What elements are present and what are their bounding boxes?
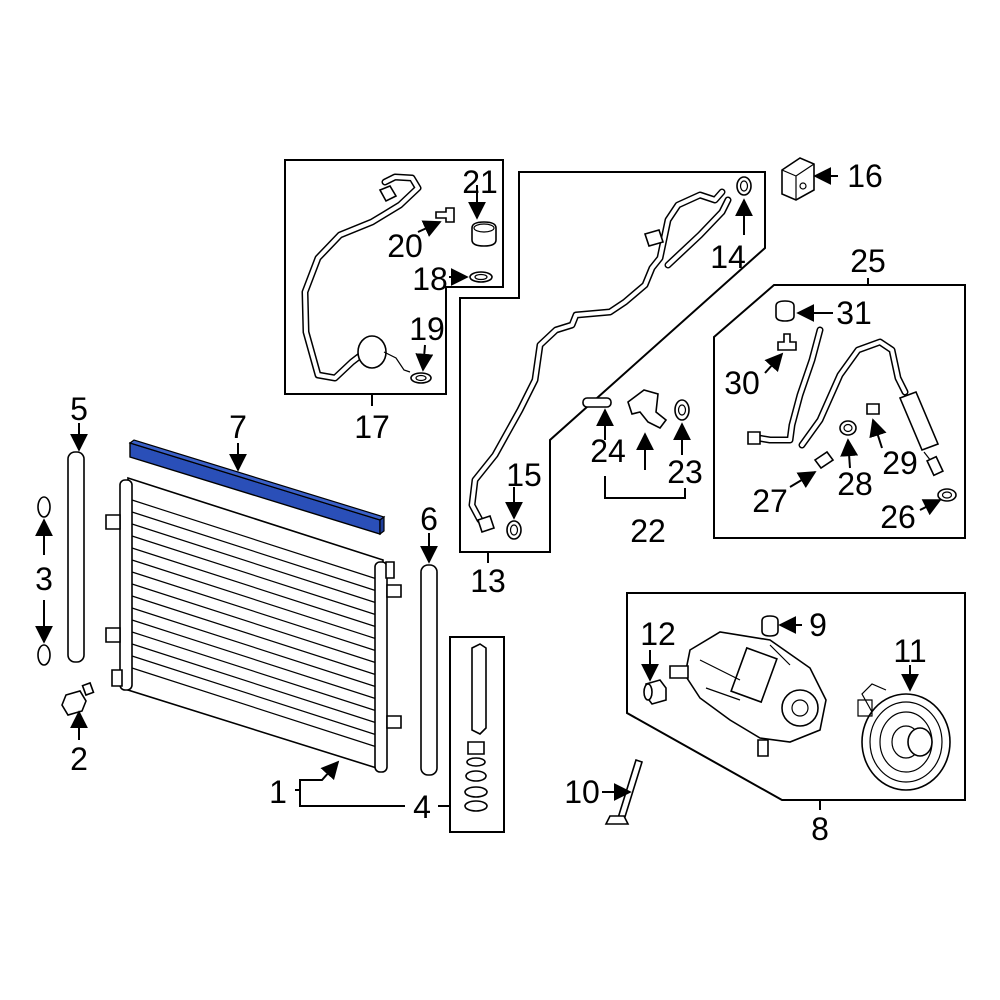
callout-6: 6: [420, 501, 438, 537]
compressor-8: [669, 631, 827, 757]
callout-26: 26: [880, 499, 916, 535]
o-ring-14: [736, 176, 752, 196]
callout-31: 31: [836, 295, 872, 331]
callout-16: 16: [847, 158, 883, 194]
condenser-fins: [131, 499, 381, 749]
cap-31: [775, 300, 795, 322]
callout-12: 12: [640, 616, 676, 652]
service-valve-20: [435, 207, 455, 223]
callout-2: 2: [70, 741, 88, 777]
valve-12: [643, 679, 667, 705]
callout-17: 17: [354, 409, 390, 445]
callout-10: 10: [564, 774, 600, 810]
cap-9: [761, 615, 779, 637]
group-box-13: [459, 171, 766, 563]
callout-13: 13: [470, 563, 506, 599]
seal-5: [67, 451, 85, 663]
callout-25: 25: [850, 243, 886, 279]
callout-27: 27: [752, 483, 788, 519]
suction-hose-17: [301, 173, 422, 382]
o-ring-26: [937, 488, 957, 502]
callout-29: 29: [882, 445, 918, 481]
o-ring-28: [839, 420, 857, 436]
connector-16: [781, 157, 815, 201]
callout-1: 1: [269, 774, 287, 810]
group-box-25: [713, 278, 966, 539]
seal-6: [420, 564, 438, 776]
o-ring-3-bottom: [37, 644, 51, 666]
group-box-17: [284, 159, 504, 406]
valve-27: [813, 450, 835, 470]
cap-21: [471, 221, 497, 247]
callout-11: 11: [893, 633, 926, 669]
callout-22: 22: [630, 513, 666, 549]
condenser-1: [105, 476, 402, 773]
callout-7: 7: [229, 409, 247, 445]
callout-5: 5: [70, 391, 88, 427]
group-box-8: [626, 592, 966, 810]
bolt-2: [61, 681, 95, 716]
group-box-4: [449, 636, 505, 833]
hose-assembly-25: [747, 326, 944, 477]
callout-3: 3: [35, 561, 53, 597]
liquid-line-13: [468, 188, 732, 534]
callout-8: 8: [811, 811, 829, 847]
o-ring-19: [410, 372, 432, 384]
fitting-22: [627, 389, 668, 430]
callout-4: 4: [413, 789, 431, 825]
bracket-22: [604, 476, 686, 499]
callout-labels: 1 2 3 4 5 6 7 8 9 10 11 12 13 14 15 16 1…: [35, 158, 927, 847]
tube-24: [582, 397, 612, 408]
o-ring-15: [506, 520, 522, 540]
callout-28: 28: [837, 466, 873, 502]
callout-24: 24: [590, 433, 626, 469]
switch-29: [866, 403, 880, 415]
desiccant-4: [464, 643, 488, 812]
callout-19: 19: [409, 311, 445, 347]
callout-21: 21: [462, 164, 498, 200]
callout-15: 15: [506, 457, 542, 493]
callout-9: 9: [809, 607, 827, 643]
seal-7-highlighted[interactable]: [128, 439, 386, 536]
callout-18: 18: [412, 261, 448, 297]
valve-30: [777, 333, 797, 351]
leaders: [35, 167, 942, 807]
callout-23: 23: [667, 454, 703, 490]
callout-20: 20: [387, 228, 423, 264]
callout-30: 30: [724, 365, 760, 401]
o-ring-3-top: [37, 496, 51, 518]
o-ring-18: [469, 271, 493, 283]
callout-14: 14: [710, 239, 746, 275]
o-ring-23: [674, 399, 690, 421]
clutch-11: [857, 683, 951, 791]
